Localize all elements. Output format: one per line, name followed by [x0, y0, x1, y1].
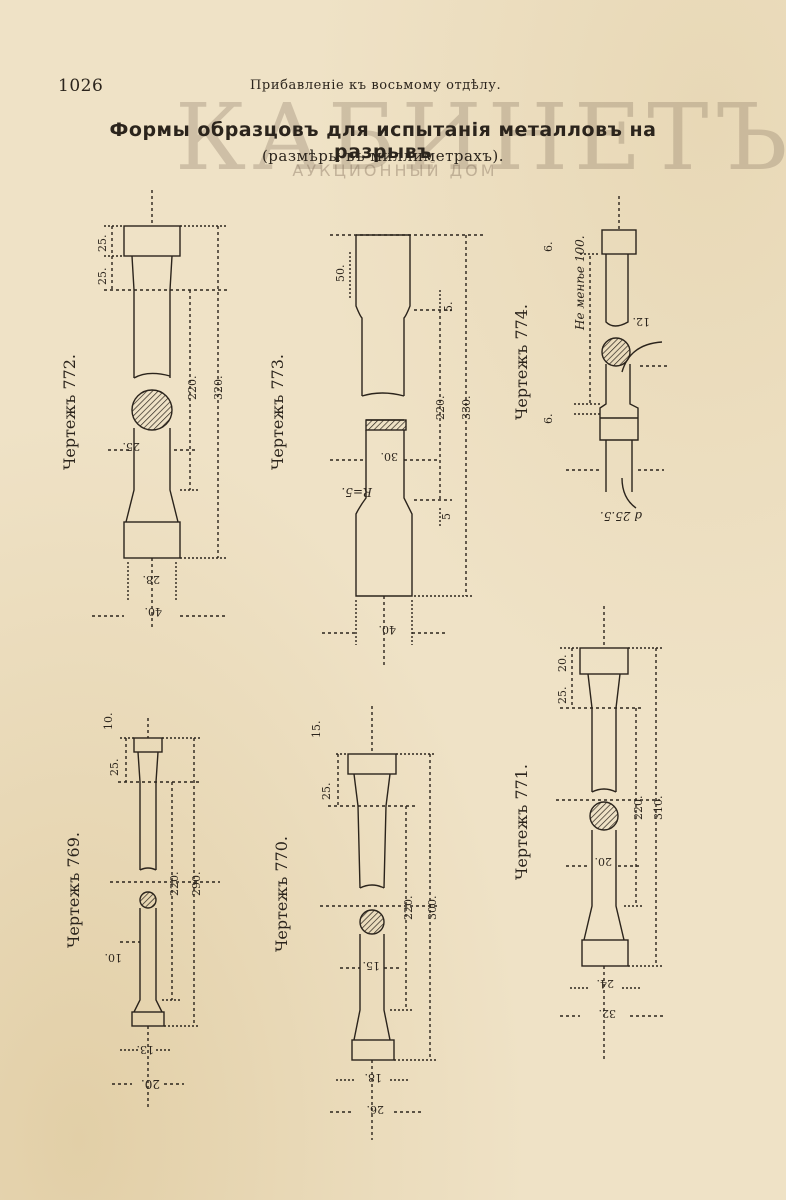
figure-774-drawing — [566, 196, 668, 509]
figure-770-drawing — [320, 706, 440, 1140]
dim-771-shoulder: 25. — [556, 687, 569, 705]
page-title: Формы образцовъ для испытанія металловъ … — [109, 119, 657, 163]
dim-769-head-width: 20. — [141, 1077, 160, 1091]
dim-772-total: 320. — [212, 376, 225, 401]
figure-771-drawing — [556, 606, 664, 1062]
dim-769-head: 10. — [102, 713, 115, 731]
dim-770-total: 300. — [426, 896, 439, 921]
dim-773-radius: R=5. — [341, 485, 373, 499]
dim-773-width: 30. — [381, 450, 399, 463]
dim-770-gauge: 220. — [402, 896, 415, 921]
dim-772-shoulder: 25. — [96, 268, 109, 286]
watermark-subtitle: АУКЦИОННЫЙ ДОМ — [292, 161, 498, 180]
dim-773-total: 330. — [460, 396, 473, 421]
dim-771-head-width: 32. — [599, 1007, 617, 1020]
dim-772-head: 25. — [96, 235, 109, 253]
dim-771-neck: 24. — [597, 977, 615, 990]
dim-772-head-width: 40. — [145, 605, 163, 618]
dim-771-total: 310. — [652, 796, 665, 821]
dim-771-gauge: 220. — [632, 796, 645, 821]
dim-770-shoulder: 25. — [320, 783, 333, 801]
dim-770-head: 15. — [310, 721, 323, 739]
figure-769-drawing — [110, 718, 220, 1108]
dim-774-thread: d 25.5. — [600, 509, 642, 523]
dim-769-shoulder: 25. — [108, 759, 121, 777]
dim-774-bottom: 6. — [542, 414, 555, 425]
figure-772-drawing — [92, 190, 230, 628]
dim-772-neck: 28. — [143, 573, 161, 586]
dim-771-middle: 20. — [595, 855, 613, 868]
dim-769-total: 290. — [190, 872, 203, 897]
dim-773-head: 50. — [334, 265, 347, 283]
dim-772-gauge: 220. — [186, 376, 199, 401]
dim-774-diameter: 12. — [633, 315, 651, 328]
dim-770-neck: 18. — [365, 1071, 383, 1084]
page-header: 1026 Прибавленіе къ восьмому отдѣлу. — [58, 76, 708, 100]
dim-773-fillet-bottom: 5 — [440, 513, 453, 520]
dim-770-middle: 15. — [363, 959, 381, 972]
page-subtitle: (размѣры въ миллиметрахъ). — [261, 147, 505, 165]
dim-770-head-width: 26. — [367, 1103, 385, 1116]
dim-773-head-width: 40. — [379, 623, 397, 636]
dim-773-gauge: 220. — [434, 396, 447, 421]
dim-771-head: 20. — [556, 655, 569, 673]
figure-773-drawing — [322, 234, 484, 668]
page-number: 1026 — [58, 76, 104, 96]
dim-769-middle: 10. — [105, 951, 123, 964]
dim-773-fillet-top: 5. — [442, 302, 455, 313]
running-title: Прибавленіе къ восьмому отдѣлу. — [250, 78, 502, 93]
dim-769-gauge: 220. — [168, 872, 181, 897]
dim-769-neck: 13. — [137, 1043, 155, 1056]
dim-774-min-length: Не менѣе 100. — [573, 235, 587, 331]
dim-774-top: 6. — [542, 242, 555, 253]
dim-772-middle: 25. — [123, 440, 141, 453]
